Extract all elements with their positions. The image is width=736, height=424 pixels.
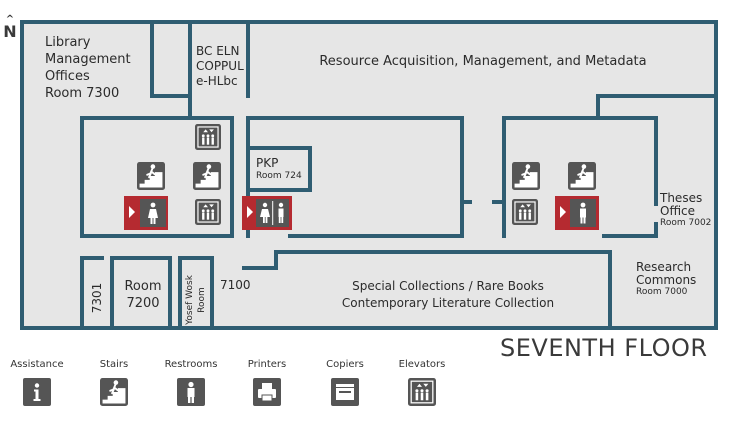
info-icon: [23, 378, 51, 406]
legend-stairs: Stairs: [74, 358, 154, 406]
floor-title: SEVENTH FLOOR: [500, 334, 708, 362]
copier-icon: [331, 378, 359, 406]
legend-printers: Printers: [227, 358, 307, 406]
restroom-icon: [242, 196, 292, 230]
room-research-commons: Research Commons Room 7000: [636, 260, 697, 298]
icon-cluster-center: [242, 196, 292, 230]
room-theses-office: Theses Office Room 7002: [660, 191, 712, 229]
room-bc-eln: BC ELN COPPUL e-HLbc: [196, 44, 244, 88]
elevator-icon: [195, 124, 221, 150]
legend-elevators: Elevators: [382, 358, 462, 406]
room-library-management: Library Management Offices Room 7300: [45, 35, 131, 101]
printer-icon: [253, 378, 281, 406]
stairs-icon: [193, 162, 221, 190]
room-resource-acquisition: Resource Acquisition, Management, and Me…: [319, 54, 647, 69]
stairs-icon: [568, 162, 596, 190]
room-yosef-wosk: Yosef Wosk Room: [185, 275, 207, 325]
elevator-icon: [408, 378, 436, 406]
room-7100: 7100: [220, 278, 251, 292]
elevator-icon: [195, 199, 221, 225]
stairs-icon: [512, 162, 540, 190]
elevator-icon: [512, 199, 538, 225]
room-special-collections: Special Collections / Rare Books Contemp…: [341, 279, 555, 310]
legend-restrooms: Restrooms: [151, 358, 231, 406]
legend-copiers: Copiers: [305, 358, 385, 406]
restroom-icon: [177, 378, 205, 406]
legend-assistance: Assistance: [0, 358, 77, 406]
north-indicator: ^ N: [3, 14, 17, 41]
room-7200: Room 7200: [124, 279, 162, 311]
restroom-icon: [555, 196, 599, 230]
stairs-icon: [137, 162, 165, 190]
stairs-icon: [100, 378, 128, 406]
room-pkp: PKP Room 724: [256, 156, 302, 181]
icon-cluster-left: [124, 124, 221, 230]
restroom-icon: [124, 196, 168, 230]
north-arrow-icon: ^: [5, 14, 15, 25]
icon-cluster-right: [512, 162, 599, 230]
room-7301: 7301: [90, 282, 104, 314]
walls: [20, 20, 718, 330]
